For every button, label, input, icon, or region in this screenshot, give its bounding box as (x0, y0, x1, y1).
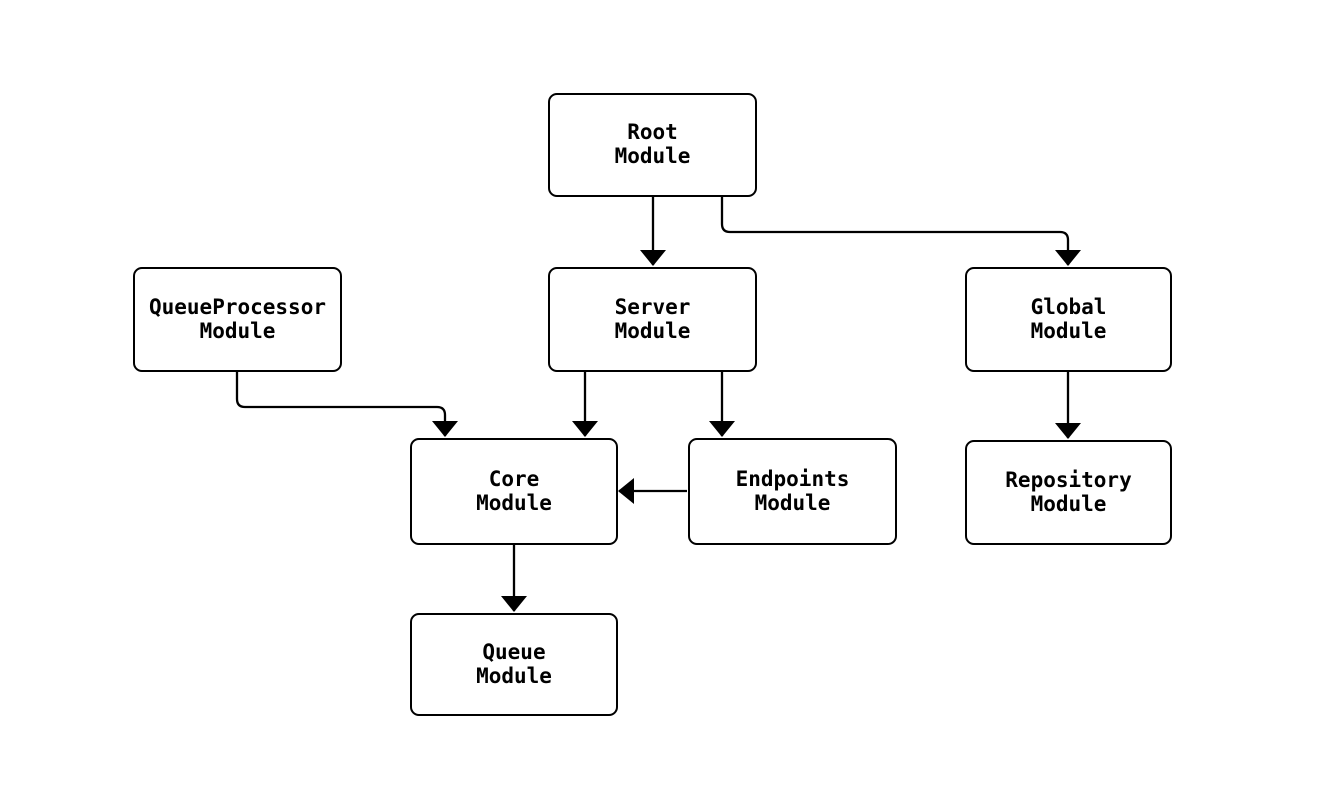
edge-root-to-global (720, 197, 1081, 266)
node-queue-module: Queue Module (410, 613, 618, 716)
node-endpoints-module: Endpoints Module (688, 438, 897, 545)
node-global-module: Global Module (965, 267, 1172, 372)
node-queueprocessor-module: QueueProcessor Module (133, 267, 342, 372)
edge-queueprocessor-to-core (235, 372, 458, 437)
node-root-module: Root Module (548, 93, 757, 197)
node-server-module: Server Module (548, 267, 757, 372)
node-repository-module: Repository Module (965, 440, 1172, 545)
node-core-module: Core Module (410, 438, 618, 545)
